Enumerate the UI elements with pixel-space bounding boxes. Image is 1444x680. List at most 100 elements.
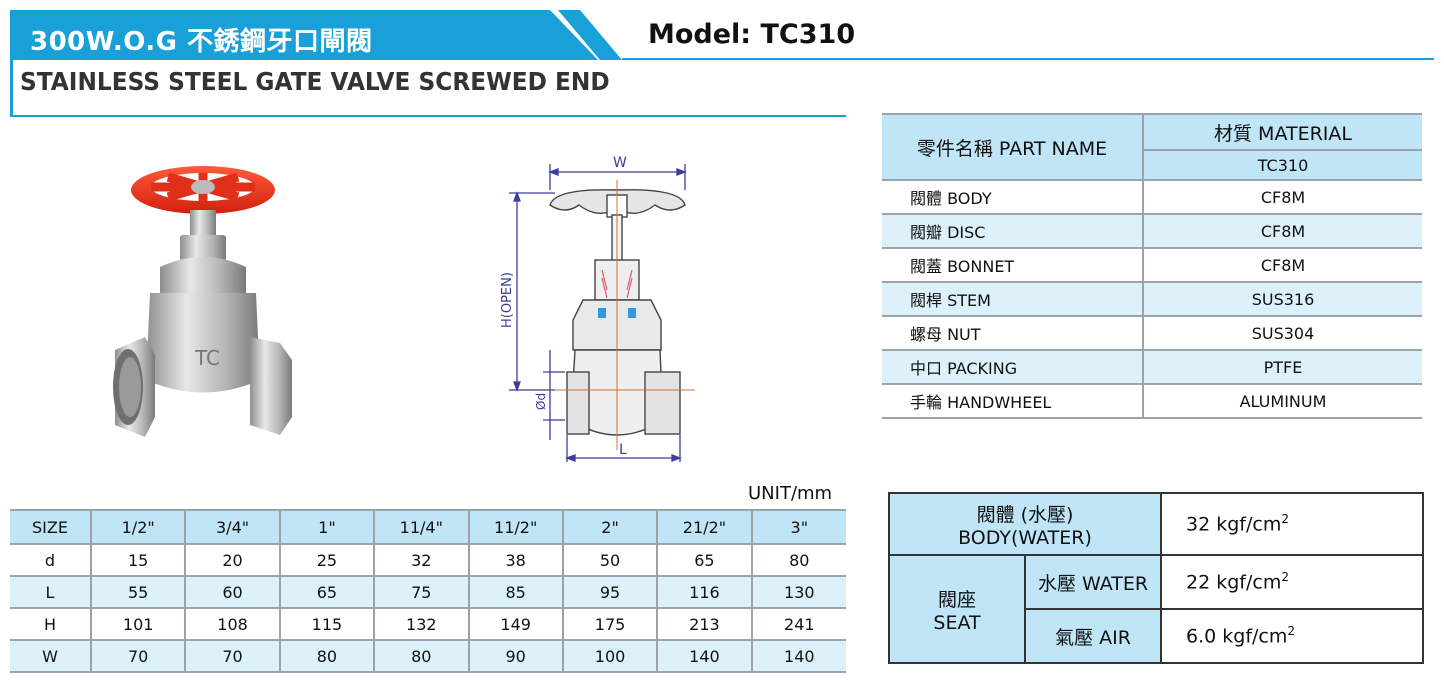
table-cell: 25 — [279, 544, 376, 577]
subtitle-rule — [10, 115, 846, 117]
table-cell: 115 — [279, 608, 376, 641]
table-row: d 15 20 25 32 38 50 65 80 — [10, 544, 846, 577]
table-cell: 80 — [279, 640, 376, 673]
w-dimension-label: W — [613, 155, 627, 171]
table-cell: 149 — [468, 608, 564, 641]
table-cell: 213 — [657, 608, 753, 641]
svg-text:TC: TC — [194, 346, 220, 370]
part-name: 中口 PACKING — [882, 350, 1144, 385]
material-value: SUS316 — [1143, 282, 1422, 317]
header-cell: 2" — [562, 509, 659, 545]
banner-shape — [10, 10, 622, 60]
table-cell: 90 — [468, 640, 564, 673]
table-cell: 65 — [279, 576, 376, 609]
part-name: 手輪 HANDWHEEL — [882, 384, 1144, 419]
seat-label-en: SEAT — [933, 611, 981, 634]
header-cell: 3" — [751, 509, 846, 545]
table-cell: 241 — [751, 608, 846, 641]
table-cell: 32 — [374, 544, 470, 577]
material-value: PTFE — [1143, 350, 1422, 385]
row-label: H — [10, 608, 92, 641]
table-cell: 75 — [374, 576, 470, 609]
table-cell: 175 — [562, 608, 659, 641]
table-row: W 70 70 80 80 90 100 140 140 — [10, 640, 846, 673]
l-dimension-label: L — [619, 442, 627, 458]
part-name: 閥蓋 BONNET — [882, 248, 1144, 283]
row-label: d — [10, 544, 92, 577]
water-value-text: 22 kgf/cm — [1186, 571, 1282, 594]
air-label: 氣壓 AIR — [1024, 608, 1162, 664]
air-pressure-value: 6.0 kgf/cm2 — [1160, 608, 1424, 664]
body-label-en: BODY(WATER) — [958, 526, 1092, 549]
body-water-label: 閥體 (水壓) BODY(WATER) — [888, 492, 1162, 556]
body-pressure-value: 32 kgf/cm2 — [1160, 492, 1424, 556]
table-cell: 50 — [562, 544, 659, 577]
water-pressure-value: 22 kgf/cm2 — [1160, 554, 1424, 610]
table-cell: 38 — [468, 544, 564, 577]
row-label: L — [10, 576, 92, 609]
model-header: TC310 — [1143, 150, 1422, 181]
header-cell: 3/4" — [185, 509, 281, 545]
h-dimension-label: H(OPEN) — [500, 272, 515, 328]
body-value-text: 32 kgf/cm — [1186, 513, 1282, 536]
size-table: SIZE 1/2" 3/4" 1" 11/4" 11/2" 2" 21/2" 3… — [10, 509, 846, 673]
table-cell: 65 — [657, 544, 753, 577]
table-cell: 108 — [185, 608, 281, 641]
table-cell: 55 — [91, 576, 187, 609]
table-cell: 95 — [562, 576, 659, 609]
table-cell: 100 — [562, 640, 659, 673]
row-label: W — [10, 640, 92, 673]
material-value: CF8M — [1143, 180, 1422, 215]
table-cell: 140 — [657, 640, 753, 673]
material-value: ALUMINUM — [1143, 384, 1422, 419]
table-row: L 55 60 65 75 85 95 116 130 — [10, 576, 846, 609]
table-cell: 116 — [657, 576, 753, 609]
material-value: CF8M — [1143, 248, 1422, 283]
table-row: H 101 108 115 132 149 175 213 241 — [10, 608, 846, 641]
table-cell: 80 — [374, 640, 470, 673]
subtitle-bar — [10, 58, 13, 116]
table-cell: 70 — [185, 640, 281, 673]
model-number: Model: TC310 — [648, 19, 856, 50]
seat-label-cn: 閥座 — [937, 588, 976, 611]
water-label: 水壓 WATER — [1024, 554, 1162, 610]
table-cell: 130 — [751, 576, 846, 609]
title-banner: 300W.O.G 不銹鋼牙口閘閥 — [10, 10, 622, 60]
header-cell: 21/2" — [657, 509, 753, 545]
water-exponent: 2 — [1281, 570, 1289, 585]
table-cell: 132 — [374, 608, 470, 641]
air-value-text: 6.0 kgf/cm — [1186, 625, 1288, 648]
part-name: 螺母 NUT — [882, 316, 1144, 351]
table-cell: 101 — [91, 608, 187, 641]
table-cell: 140 — [751, 640, 846, 673]
air-exponent: 2 — [1287, 624, 1296, 639]
header-cell: SIZE — [10, 509, 92, 545]
unit-label: UNIT/mm — [748, 483, 833, 504]
part-name: 閥體 BODY — [882, 180, 1144, 215]
table-cell: 80 — [751, 544, 846, 577]
body-exponent: 2 — [1281, 512, 1289, 527]
pressure-table: 閥體 (水壓) BODY(WATER) 32 kgf/cm2 閥座 SEAT 水… — [888, 492, 1424, 664]
seat-label: 閥座 SEAT — [888, 554, 1026, 664]
part-name: 閥桿 STEM — [882, 282, 1144, 317]
table-cell: 85 — [468, 576, 564, 609]
material-value: SUS304 — [1143, 316, 1422, 351]
page-title: 300W.O.G 不銹鋼牙口閘閥 — [30, 27, 373, 57]
part-name-header: 零件名稱 PART NAME — [882, 113, 1144, 181]
table-header-row: SIZE 1/2" 3/4" 1" 11/4" 11/2" 2" 21/2" 3… — [10, 509, 846, 545]
header-cell: 1" — [279, 509, 376, 545]
header-cell: 1/2" — [91, 509, 187, 545]
material-value: CF8M — [1143, 214, 1422, 249]
header-cell: 11/2" — [468, 509, 564, 545]
body-label-cn: 閥體 (水壓) — [976, 503, 1074, 526]
part-name: 閥瓣 DISC — [882, 214, 1144, 249]
header-rule — [622, 58, 1434, 60]
material-header: 材質 MATERIAL — [1143, 113, 1422, 151]
